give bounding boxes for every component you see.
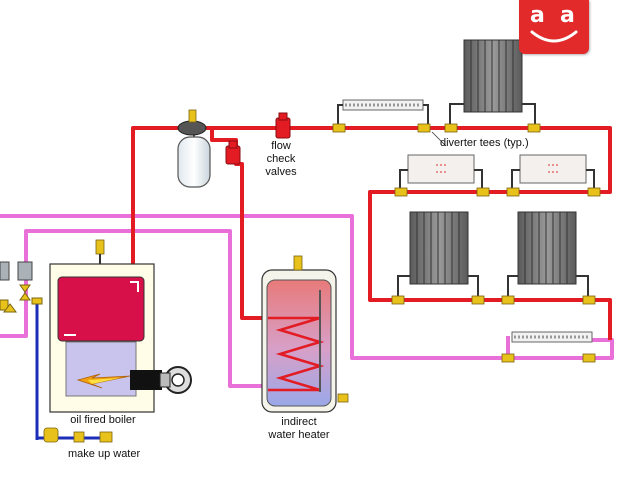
air-separator [177, 109, 207, 136]
flow-check-valve-2 [225, 140, 241, 165]
label-oil-fired-boiler: oil fired boiler [70, 414, 136, 426]
make-up-water-valves [43, 427, 113, 443]
panel-radiator-right [511, 154, 595, 192]
oil-burner [76, 366, 192, 394]
baseboard-heater-bottom [511, 331, 593, 343]
indirect-water-heater [261, 255, 349, 413]
label-check: check [266, 153, 296, 165]
logo-letter-1: a [530, 3, 545, 28]
flow-check-valve-1 [275, 112, 291, 139]
radiator-right [507, 211, 589, 300]
label-water-heater: water heater [268, 429, 330, 441]
radiator-left [397, 211, 479, 300]
radiator-top [449, 39, 536, 128]
label-indirect-water-heater: indirect water heater [258, 416, 340, 442]
smile-logo-icon: a a [519, 0, 589, 54]
smile-arc [530, 30, 578, 43]
panel-radiator-left [399, 154, 483, 192]
baseboard-heater-top [337, 99, 429, 128]
expansion-tank [177, 128, 211, 188]
label-flow: flow [271, 140, 291, 152]
label-make-up-water: make up water [68, 448, 141, 460]
diverter-tees-leader [431, 131, 447, 147]
logo-letter-2: a [560, 3, 575, 28]
diverter-tees [332, 123, 601, 363]
label-diverter-tees: diverter tees (typ.) [440, 137, 529, 149]
label-valves: valves [265, 166, 297, 178]
circulator-pumps [0, 261, 43, 313]
label-indirect: indirect [281, 416, 317, 428]
label-flow-check-valves: flow check valves [258, 140, 304, 179]
